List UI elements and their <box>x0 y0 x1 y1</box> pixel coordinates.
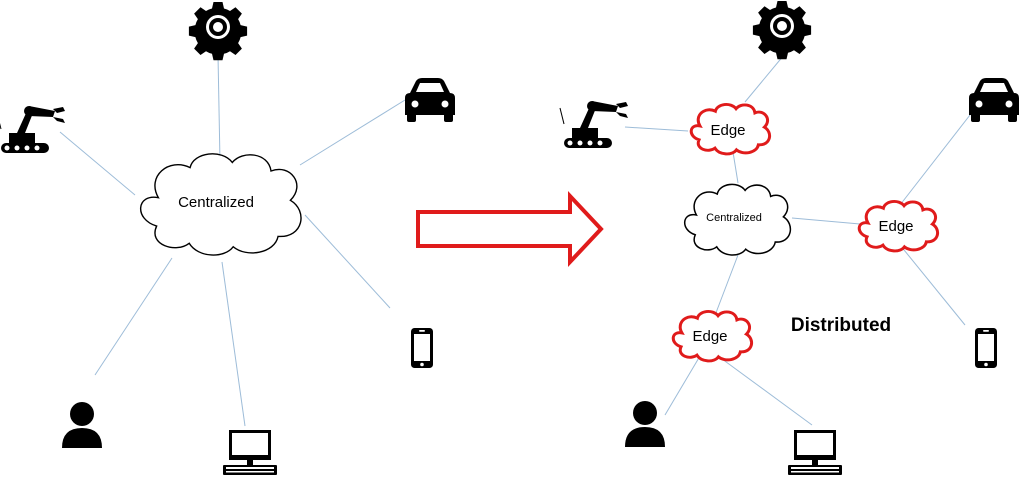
gear-icon <box>752 1 812 60</box>
connector-desktop <box>221 261 246 427</box>
connector-car <box>299 99 406 166</box>
connector-centralized-edge-bottom <box>713 254 739 319</box>
connector-phone <box>304 214 391 309</box>
centralized-cloud-label: Centralized <box>178 194 254 211</box>
centralized-topology: Centralized <box>0 2 455 475</box>
connector-robot <box>59 131 136 196</box>
connector-edge-centralized <box>732 151 739 184</box>
smartphone-icon <box>411 328 433 368</box>
car-icon <box>405 78 455 122</box>
edge-cloud-label: Edge <box>710 122 745 139</box>
connector-desktop-edge <box>717 355 813 426</box>
connector-person <box>94 257 173 376</box>
robot-arm-icon <box>559 100 629 149</box>
connector-gear <box>217 54 221 163</box>
person-icon <box>625 401 665 447</box>
distributed-topology: Centralized Edge Edge Edge Distributed <box>559 1 1019 475</box>
desktop-computer-icon <box>788 430 842 475</box>
connector-car-edge <box>899 114 971 206</box>
connector-robot-edge <box>624 126 689 132</box>
gear-icon <box>188 2 248 61</box>
edge-cloud-label: Edge <box>692 328 727 345</box>
robot-arm-icon <box>0 105 66 154</box>
transition-arrow <box>416 190 604 268</box>
desktop-computer-icon <box>223 430 277 475</box>
person-icon <box>62 402 102 448</box>
connector-centralized-edge-right <box>791 217 861 225</box>
centralized-cloud-label: Centralized <box>706 212 762 224</box>
connector-gear-edge <box>744 54 785 103</box>
connector-phone-edge <box>899 244 966 326</box>
connector-person-edge <box>664 355 701 416</box>
edge-cloud-label: Edge <box>878 218 913 235</box>
car-icon <box>969 78 1019 122</box>
smartphone-icon <box>975 328 997 368</box>
distributed-title: Distributed <box>791 315 891 336</box>
